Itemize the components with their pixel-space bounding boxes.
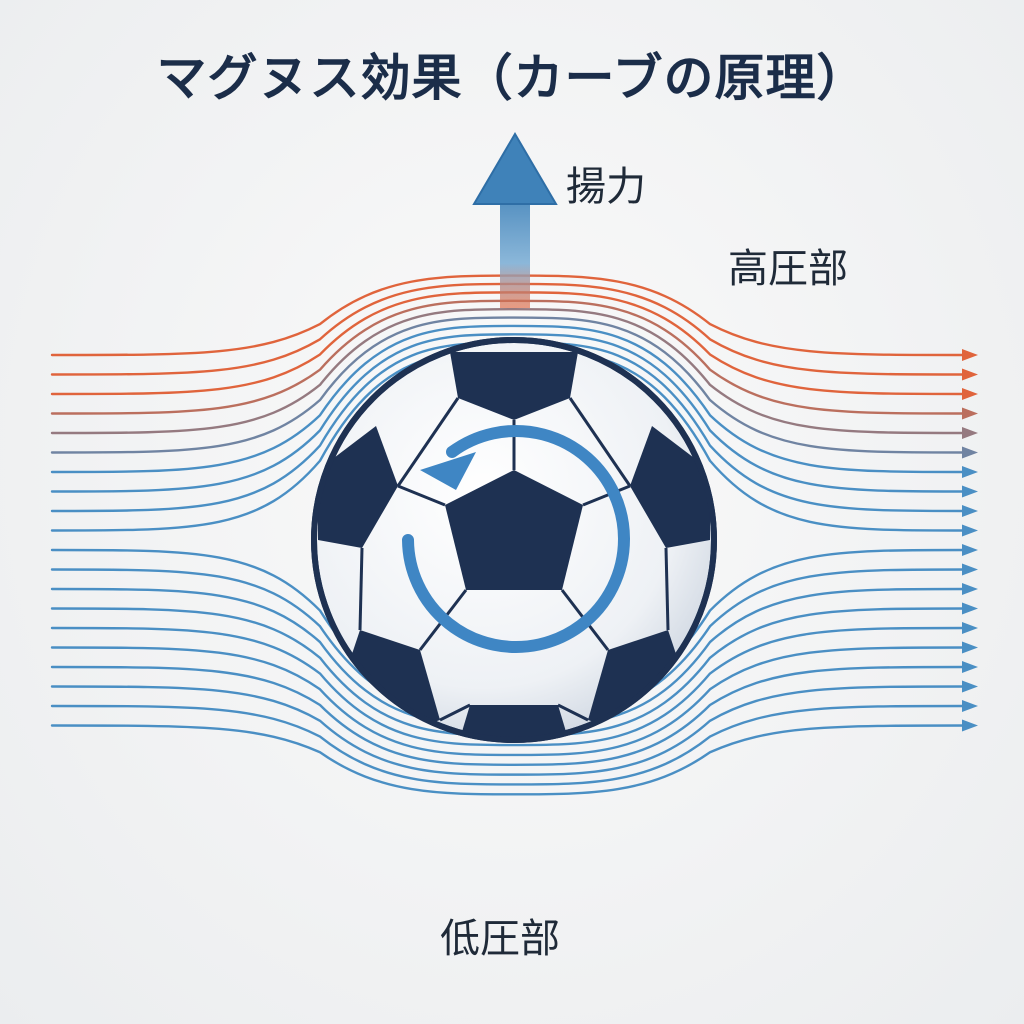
- streamline: [50, 704, 970, 786]
- arrow-up-icon: [472, 132, 558, 308]
- streamline-arrowhead: [962, 407, 978, 420]
- streamline-arrowhead: [962, 544, 978, 556]
- streamline-arrowhead: [962, 524, 978, 537]
- streamline-arrowhead: [962, 719, 978, 732]
- streamline: [50, 316, 970, 454]
- streamline-arrowhead: [962, 583, 978, 595]
- streamline: [50, 685, 970, 776]
- soccer-ball-icon: [311, 337, 717, 743]
- streamline: [50, 646, 970, 757]
- streamline: [50, 665, 970, 766]
- streamline-arrowhead: [962, 368, 978, 381]
- streamline-arrowhead: [962, 563, 978, 576]
- streamline-arrowhead: [962, 641, 978, 654]
- streamline: [50, 307, 970, 435]
- page-title: マグヌス効果（カーブの原理）: [156, 49, 868, 107]
- rotation-arrow-icon: [402, 425, 630, 653]
- streamline-arrowhead: [962, 602, 978, 615]
- streamline-arrowhead: [962, 505, 978, 517]
- streamline-arrowhead: [962, 446, 978, 459]
- streamline-arrowhead: [962, 388, 978, 400]
- streamline: [50, 724, 970, 796]
- streamline-arrowhead: [962, 466, 978, 478]
- streamline-arrowhead: [962, 349, 978, 361]
- high-pressure-label: 高圧部: [728, 246, 848, 292]
- streamline-arrowhead: [962, 680, 978, 693]
- streamline-arrowhead: [962, 485, 978, 498]
- streamline-arrowhead: [962, 622, 978, 634]
- streamline-arrowhead: [962, 700, 978, 712]
- streamline: [50, 324, 970, 474]
- streamline-arrowhead: [962, 427, 978, 439]
- lift-label: 揚力: [566, 164, 646, 210]
- streamline-arrowhead: [962, 661, 978, 673]
- streamline: [50, 333, 970, 493]
- low-pressure-label: 低圧部: [440, 916, 560, 962]
- streamline: [50, 626, 970, 747]
